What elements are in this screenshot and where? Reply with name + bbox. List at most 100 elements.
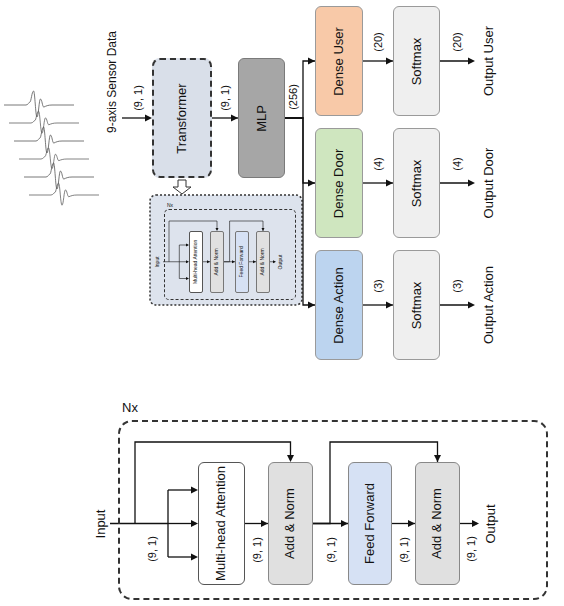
node-label: MLP	[254, 62, 269, 174]
dense-layer: Dense Door	[315, 128, 363, 238]
arrowhead	[341, 520, 348, 527]
text-label: Output Action	[482, 266, 496, 344]
attention-box: Multi-head Attention	[198, 462, 245, 585]
connector-line	[249, 261, 256, 262]
arrowhead	[191, 554, 198, 561]
arrowhead	[386, 180, 393, 187]
text-label: (256)	[287, 84, 299, 110]
text-label: (9, 1)	[465, 536, 477, 562]
node-label: Transformer	[175, 63, 190, 173]
text-label: (3)	[451, 279, 463, 292]
inset-panel	[150, 195, 302, 305]
arrowhead	[308, 180, 315, 187]
node-label: Multi-head Attention	[193, 235, 199, 289]
arrowhead	[287, 455, 294, 462]
node-label: Dense Action	[332, 254, 347, 356]
arrowhead	[468, 58, 475, 65]
arrowhead	[472, 520, 479, 527]
connector	[392, 520, 415, 527]
add-norm-box: Add & Norm	[210, 231, 224, 293]
arrowhead	[468, 302, 475, 309]
node-label: Multi-head Attention	[214, 466, 229, 581]
edge-label: (9, 1)	[324, 537, 336, 563]
node-label: Add & Norm	[430, 466, 445, 581]
node-label: Add & Norm	[260, 235, 266, 289]
connector	[363, 58, 393, 65]
input-arrow	[163, 261, 179, 262]
text-label: Input	[94, 509, 108, 538]
node-label: Softmax	[409, 132, 424, 234]
attention-box: Multi-head Attention	[189, 231, 203, 293]
softmax-block: Softmax	[393, 6, 440, 116]
arrowhead	[386, 58, 393, 65]
connector	[285, 118, 315, 187]
group-heading: Nx	[167, 203, 173, 209]
add-norm-box: Add & Norm	[415, 462, 460, 585]
add-norm-box: Add & Norm	[256, 231, 270, 293]
node-label: Add & Norm	[283, 466, 298, 581]
dense-layer: Dense User	[315, 6, 363, 116]
connector	[285, 58, 315, 119]
text-label: Input	[155, 256, 161, 267]
hollow-arrow	[173, 180, 191, 194]
connector	[249, 260, 256, 263]
arrowhead	[145, 115, 152, 122]
arrowhead	[191, 520, 198, 527]
connector	[212, 115, 238, 122]
text-label: Output	[278, 254, 284, 269]
text-label: (4)	[451, 157, 463, 170]
waveform-trace	[29, 183, 99, 205]
edge-label: (20)	[372, 32, 384, 52]
connector-line	[203, 261, 210, 262]
node-label: Add & Norm	[214, 235, 220, 289]
qkv-arrow	[179, 261, 188, 262]
connector	[285, 118, 315, 309]
connector	[203, 260, 210, 263]
qkv-arrow	[179, 245, 188, 246]
arrowhead	[468, 180, 475, 187]
text-label: 9-axis Sensor Data	[106, 31, 119, 133]
node-label: Softmax	[409, 254, 424, 356]
node-label: Softmax	[409, 10, 424, 112]
arrowhead	[308, 58, 315, 65]
text-label: (20)	[451, 32, 463, 52]
add-norm-box: Add & Norm	[268, 462, 313, 585]
edge-label: (9, 1)	[250, 537, 262, 563]
sensor-waveform	[4, 91, 99, 205]
arrowhead	[386, 302, 393, 309]
arrowhead	[408, 520, 415, 527]
softmax-block: Softmax	[393, 250, 440, 360]
arrowhead	[191, 487, 198, 494]
node-label: Feed Forward	[239, 235, 245, 289]
connector-line	[285, 118, 315, 183]
softmax-block: Softmax	[393, 128, 440, 238]
feed-forward-box: Feed Forward	[348, 462, 392, 585]
repeat-group: NxMulti-head AttentionAdd & NormFeed For…	[164, 209, 296, 300]
connector	[363, 180, 393, 187]
feed-forward-box: Feed Forward	[235, 231, 249, 293]
edge-label: (9, 1)	[397, 537, 409, 563]
text-label: Output Door	[482, 148, 496, 219]
text-label: Output	[484, 504, 498, 543]
dense-layer: Dense Action	[315, 250, 363, 360]
qkv-arrow	[179, 278, 188, 279]
output-arrow	[270, 261, 275, 262]
text-label: Output User	[482, 26, 496, 96]
connector-line	[285, 118, 315, 305]
node-label: Dense Door	[332, 132, 347, 234]
text-label: (9, 1)	[146, 536, 158, 562]
arrowhead	[273, 260, 276, 263]
edge-label: (4)	[372, 157, 384, 170]
connector	[363, 302, 393, 309]
arrowhead	[308, 302, 315, 309]
node-label: Dense User	[332, 10, 347, 112]
arrowhead	[434, 455, 441, 462]
arrowhead	[261, 520, 268, 527]
mlp-block: MLP	[238, 58, 285, 178]
node-label: Feed Forward	[363, 466, 378, 581]
connector-line	[285, 61, 315, 118]
edge-label: (3)	[372, 279, 384, 292]
connector	[245, 520, 268, 527]
